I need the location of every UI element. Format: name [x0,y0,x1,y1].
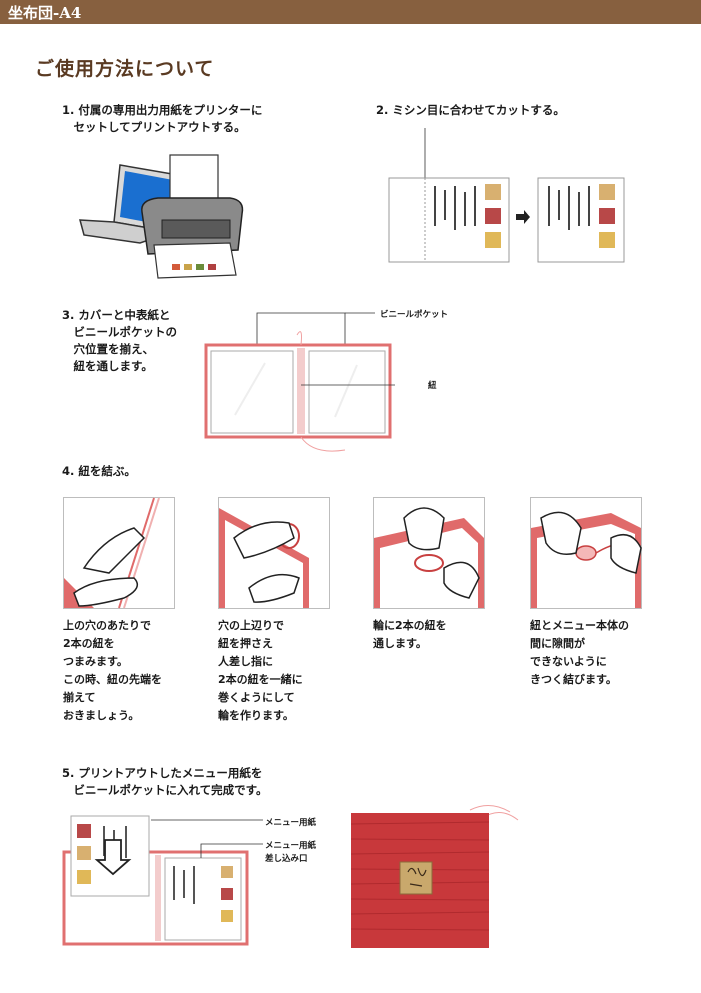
callout-insert-slot: メニュー用紙 差し込み口 [265,841,317,864]
step5-text: 5. プリントアウトしたメニュー用紙を ビニールポケットに入れて完成です。 [62,766,268,797]
step1-text: 1. 付属の専用出力用紙をプリンターに セットしてプリントアウトする。 [62,103,263,134]
printer-laptop-illustration [79,154,244,279]
cut-along-perforation-illustration [388,128,625,263]
callout-cord: 紐 [428,381,437,391]
tie-step-1-image [63,497,175,609]
insert-menu-illustration [62,815,263,946]
step2-text: 2. ミシン目に合わせてカットする。 [376,103,565,117]
page-title: ご使用方法について [35,58,215,80]
binding-diagram [204,312,395,452]
tie-caption-1: 上の穴のあたりで 2本の紐を つまみます。 この時、紐の先端を 揃えて おきまし… [63,619,162,722]
step3-text: 3. カバーと中表紙と ビニールポケットの 穴位置を揃え、 紐を通します。 [62,308,177,373]
step4-text: 4. 紐を結ぶ。 [62,464,136,478]
tie-caption-2: 穴の上辺りで 紐を押さえ 人差し指に 2本の紐を一緒に 巻くようにして 輪を作り… [218,619,303,722]
header-title: 坐布団-A4 [8,4,82,22]
tie-step-4-image [530,497,642,609]
tie-step-2-image [218,497,330,609]
tie-caption-4: 紐とメニュー本体の 間に隙間が できないように きつく結びます。 [530,619,629,686]
callout-menu-paper: メニュー用紙 [265,818,317,828]
callout-vinyl-pocket: ビニールポケット [380,310,449,320]
header-bar [0,0,701,24]
tie-step-3-image [373,497,485,609]
finished-menu-cover-image [350,805,519,948]
tie-caption-3: 輪に2本の紐を 通します。 [373,619,447,650]
